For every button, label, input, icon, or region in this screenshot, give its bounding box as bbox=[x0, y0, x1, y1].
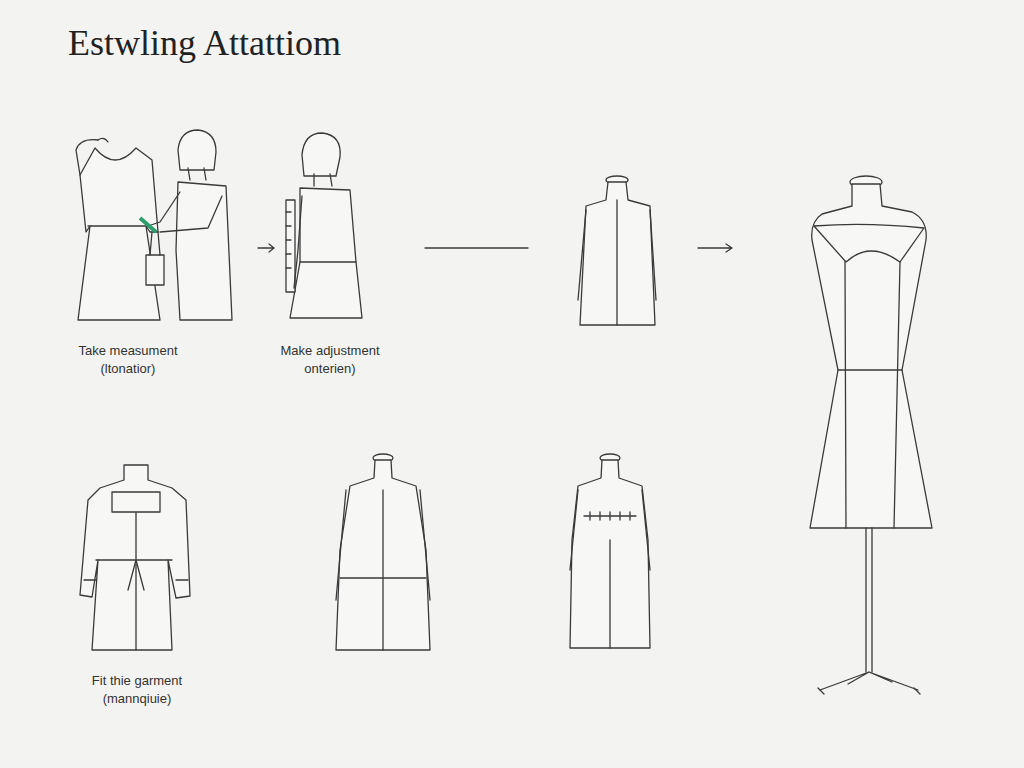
step-arrow bbox=[698, 244, 732, 252]
tailor-figure bbox=[140, 130, 232, 320]
step-line bbox=[425, 247, 528, 248]
step-arrow bbox=[258, 244, 274, 252]
torso-mannequin bbox=[578, 176, 656, 325]
ruler bbox=[286, 200, 295, 292]
measured-figure bbox=[76, 138, 164, 320]
diagram-title: Estwling Attattiom bbox=[68, 22, 341, 64]
long-dress-mannequin bbox=[570, 454, 650, 648]
measuring-tape bbox=[140, 218, 156, 232]
adjust-figure bbox=[286, 133, 362, 318]
dress-mannequin-small bbox=[336, 454, 430, 650]
step-caption: Fit thie garment (mannqiuie) bbox=[72, 672, 202, 708]
step-caption: Take measument (ltonatior) bbox=[63, 342, 193, 378]
dress-mannequin bbox=[810, 176, 932, 694]
step-caption: Make adjustment onterien) bbox=[265, 342, 395, 378]
coat-mannequin bbox=[80, 465, 190, 650]
